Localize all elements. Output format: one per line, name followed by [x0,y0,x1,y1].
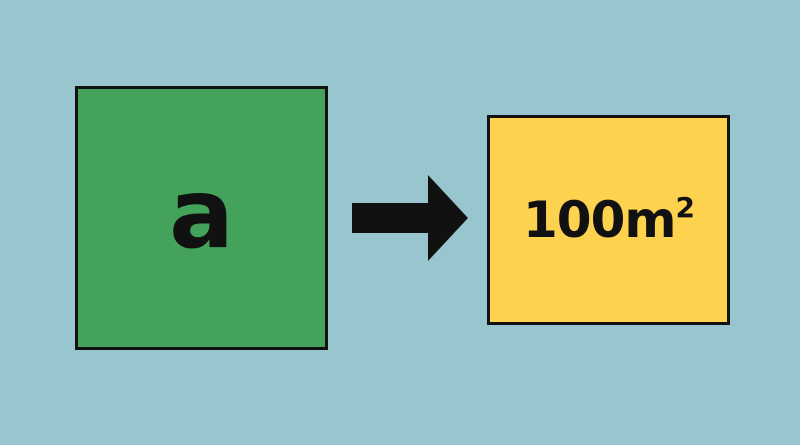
side-length-square: a [75,86,328,350]
area-square: 100m2 [487,115,730,325]
right-arrow-icon [352,175,468,261]
area-exponent: 2 [675,191,696,224]
side-length-label: a [169,158,234,270]
area-value: 100m [523,191,676,249]
area-label: 100m2 [523,194,695,246]
arrow-shape [352,175,468,261]
